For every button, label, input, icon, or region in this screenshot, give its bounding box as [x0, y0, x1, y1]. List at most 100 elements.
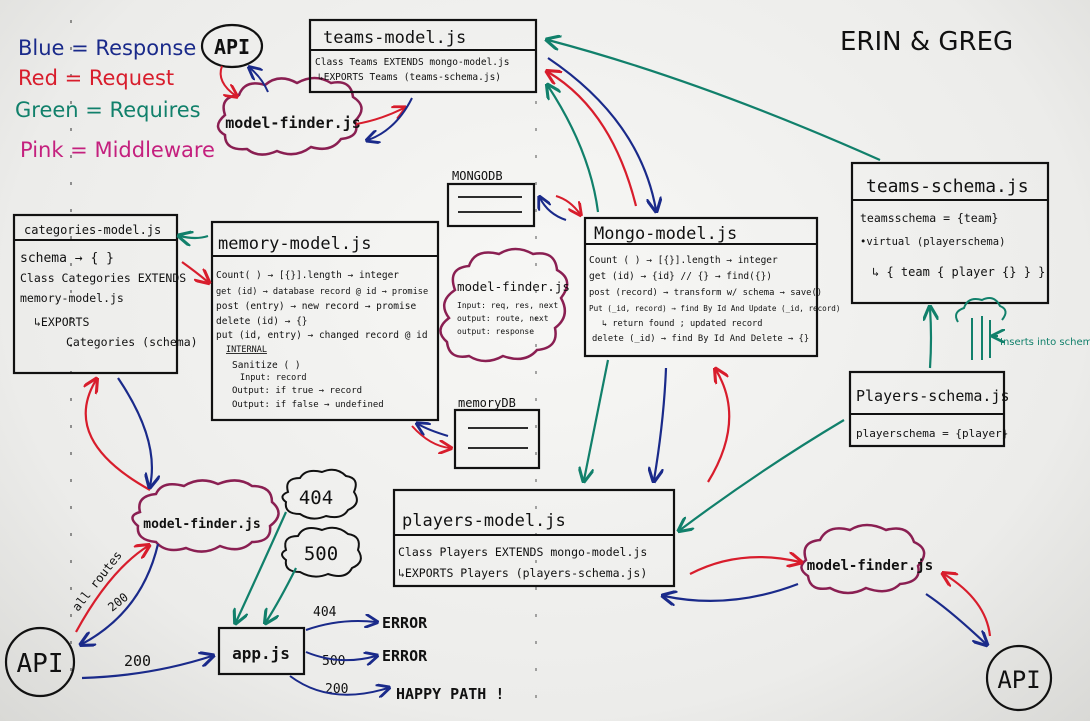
mongodb-label: MONGODB [452, 169, 503, 183]
categories-model-line3: memory-model.js [20, 291, 124, 305]
memory-model-delete: delete (id) → {} [216, 316, 308, 327]
api-right-label: API [997, 666, 1040, 694]
memory-model-input: Input: record [240, 373, 307, 383]
arrow-players-schema-requires [680, 419, 845, 530]
arrow-finder-to-api-left [82, 543, 160, 644]
legend-red: Red = Request [18, 66, 174, 90]
model-finder-left-label: model-finder.js [143, 517, 260, 532]
categories-model-line5: Categories (schema) [66, 335, 198, 349]
model-finder-center-line1: Input: req, res, next [457, 301, 558, 310]
players-model-line1: Class Players EXTENDS mongo-model.js [398, 545, 647, 559]
model-finder-right-label: model-finder.js [807, 558, 933, 574]
players-model-line2: ↳EXPORTS Players (players-schema.js) [398, 566, 647, 580]
arrow-players-schema-to-teams-schema [930, 308, 931, 369]
teams-model-title: teams-model.js [323, 28, 466, 48]
code-200-api-label: 200 [124, 652, 151, 670]
arrow-finder-to-teams [355, 108, 404, 125]
memory-model-box: memory-model.js Count( ) → [{}].length →… [210, 220, 440, 422]
model-finder-center-line3: output: response [457, 327, 534, 336]
memory-model-output-false: Output: if false → undefined [232, 400, 384, 410]
players-schema-title: Players-schema.js [856, 387, 1010, 405]
model-finder-right-node: model-finder.js [800, 523, 933, 595]
api-left-label: API [17, 649, 64, 679]
players-model-title: players-model.js [402, 511, 566, 531]
arrow-api-left-to-finder [75, 546, 148, 633]
mongo-model-box: Mongo-model.js Count ( ) → [{}].length →… [583, 216, 840, 358]
arrow-api-left-to-app [81, 656, 212, 680]
arrow-players-to-finder-right [664, 582, 799, 601]
api-left-node: API [4, 626, 76, 698]
api-right-node: API [985, 644, 1053, 712]
arrow-categories-to-finder-left [117, 377, 152, 486]
arrow-api-to-finder-top [219, 65, 236, 96]
players-model-box: players-model.js Class Players EXTENDS m… [392, 488, 676, 588]
legend-green: Green = Requires [15, 98, 201, 122]
arrow-teams-to-finder [368, 97, 413, 140]
memory-model-internal: INTERNAL [226, 345, 267, 355]
arrow-mongo-to-db [555, 195, 580, 214]
inserts-note-label: Inserts into schema [1000, 337, 1090, 348]
arrow-500-requires-app [266, 567, 297, 622]
error-404-label: 404 [299, 487, 333, 509]
memory-model-get: get (id) → database record @ id → promis… [216, 287, 428, 297]
teams-model-line2: ↳EXPORTS Teams (teams-schema.js) [318, 72, 501, 83]
mongo-model-returns: ↳ return found ; updated record [602, 319, 762, 329]
memory-model-count: Count( ) → [{}].length → integer [216, 270, 399, 281]
categories-model-box: categories-model.js schema → { } Class C… [12, 213, 198, 375]
players-schema-line1: playerschema = {player} [856, 427, 1008, 440]
teams-model-box: teams-model.js Class Teams EXTENDS mongo… [308, 18, 538, 94]
arrow-mongo-to-teams [548, 72, 638, 207]
legend: Blue = Response Red = Request Green = Re… [15, 36, 215, 162]
model-finder-center-line2: output: route, next [457, 314, 549, 323]
arrow-finder-left-to-categories [86, 380, 151, 491]
legend-pink: Pink = Middleware [20, 138, 215, 162]
out-500-code: 500 [322, 654, 345, 669]
teams-schema-title: teams-schema.js [866, 176, 1029, 197]
memorydb-node: memoryDB [453, 396, 541, 470]
mongo-model-count: Count ( ) → [{}].length → integer [589, 255, 778, 266]
arrow-mongo-requires-players [584, 359, 610, 480]
arrow-players-to-mongo [707, 370, 731, 483]
code-200-diag-label: 200 [105, 590, 131, 614]
arrow-finder-to-api-top [250, 68, 269, 93]
error-500-cloud: 500 [281, 526, 362, 578]
authors-heading: ERIN & GREG [840, 27, 1013, 57]
arrow-categories-to-memory [181, 261, 208, 282]
out-404-label: ERROR [382, 614, 428, 632]
arrow-mongo-to-players [654, 367, 668, 480]
legend-blue: Blue = Response [18, 36, 196, 60]
teams-schema-line3: ↳ { team { player {} } } [872, 265, 1045, 279]
model-finder-center-node: model-finder.js Input: req, res, next ou… [439, 247, 570, 363]
arrow-teams-requires-mongo [548, 86, 600, 213]
mongo-model-get: get (id) → {id} // {} → find({}) [589, 271, 772, 282]
categories-model-line4: ↳EXPORTS [34, 315, 89, 329]
arrow-teams-schema-requires [548, 40, 881, 162]
model-finder-center-title: model-finder.js [457, 279, 570, 294]
memory-model-output-true: Output: if true → record [232, 386, 362, 396]
memory-model-put: put (id, entry) → changed record @ id [216, 330, 428, 341]
arrow-app-500 [305, 652, 376, 660]
error-404-cloud: 404 [281, 468, 358, 520]
inserts-note: Inserts into schema [955, 297, 1090, 360]
teams-model-line1: Class Teams EXTENDS mongo-model.js [315, 57, 509, 68]
api-top-node: API [200, 23, 264, 69]
categories-model-line1: schema → { } [20, 251, 114, 266]
arrow-404-requires-app [236, 511, 288, 622]
arrow-memorydb-to-memory [418, 424, 449, 437]
arrow-teams-to-mongo [547, 57, 656, 210]
arrow-app-200 [289, 675, 388, 695]
arrow-api-right-to-finder [944, 574, 992, 637]
mongo-model-title: Mongo-model.js [594, 224, 737, 244]
teams-schema-box: teams-schema.js teamsschema = {team} •vi… [850, 161, 1050, 305]
memorydb-label: memoryDB [458, 396, 516, 410]
arrow-db-to-mongo [540, 198, 567, 221]
error-500-label: 500 [304, 543, 338, 565]
model-finder-top-node: model-finder.js [216, 76, 363, 156]
mongo-model-delete: delete (_id) → find By Id And Delete → {… [592, 334, 809, 344]
arrow-memory-requires-categories [180, 236, 209, 238]
app-js-label: app.js [232, 644, 290, 663]
mongodb-node: MONGODB [446, 169, 536, 228]
memory-model-sanitize: Sanitize ( ) [232, 360, 301, 371]
teams-schema-line1: teamsschema = {team} [860, 211, 998, 225]
